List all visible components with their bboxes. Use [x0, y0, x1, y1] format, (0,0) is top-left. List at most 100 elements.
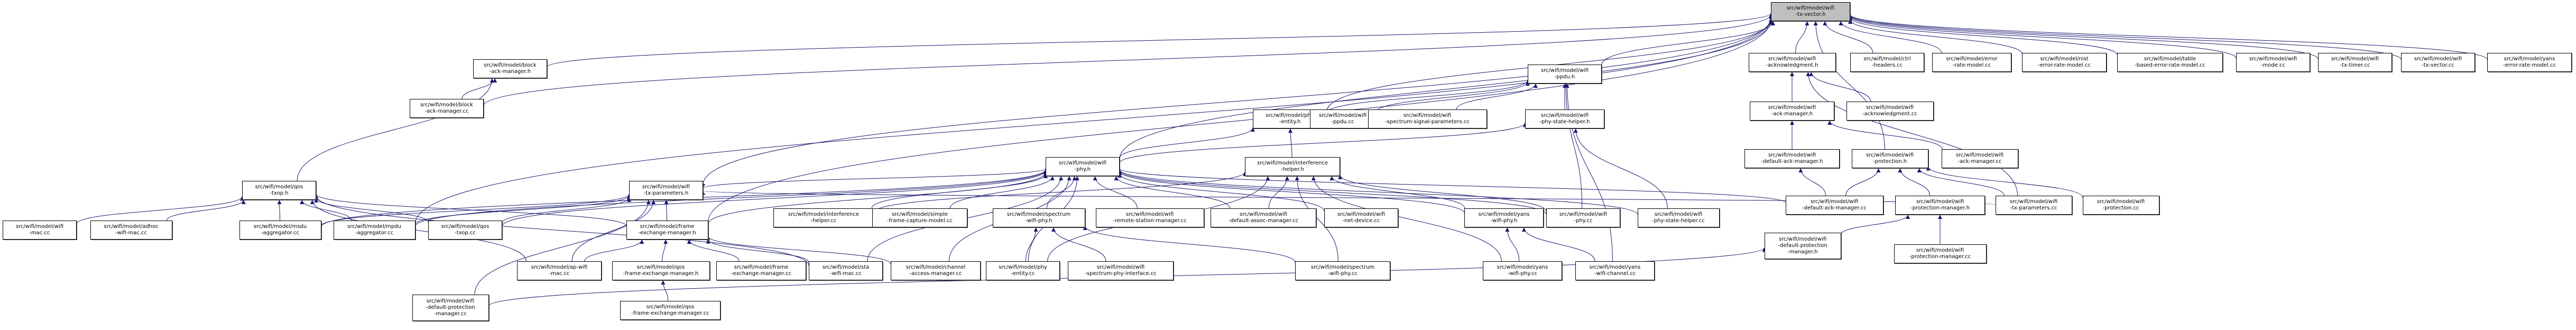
graph-node-spectrum-signal-parameters-cc[interactable]: src/wifi/model/wifi -spectrum-signal-par… — [1368, 109, 1487, 129]
dependency-edge — [297, 78, 494, 181]
dependency-edge — [687, 239, 740, 262]
graph-node-qos-frame-exchange-manager-h[interactable]: src/wifi/model/qos -frame-exchange-manag… — [612, 261, 710, 280]
graph-node-adhoc-wifi-mac-cc[interactable]: src/wifi/model/adhoc -wifi-mac.cc — [90, 221, 172, 240]
graph-node-error-rate-model-cc[interactable]: src/wifi/model/error -rate-model.cc — [1932, 53, 2011, 72]
graph-node-default-protection-manager-h[interactable]: src/wifi/model/wifi -default-protection … — [1764, 233, 1841, 259]
dependency-edge — [661, 280, 669, 301]
dependency-edge — [1093, 176, 1138, 209]
graph-node-tx-vector-cc[interactable]: src/wifi/model/wifi -tx-vector.cc — [2401, 53, 2475, 72]
dependency-edge — [76, 196, 244, 224]
dependency-edge — [483, 14, 1773, 106]
graph-node-phy-entity-cc[interactable]: src/wifi/model/phy -entity.cc — [986, 261, 1060, 280]
dependency-edge — [1795, 21, 1809, 53]
dependency-edge — [703, 17, 1773, 185]
dependency-edge — [1823, 21, 1873, 53]
graph-node-spectrum-wifi-phy-cc[interactable]: src/wifi/model/spectrum -wifi-phy.cc — [1295, 261, 1390, 280]
dependency-edge — [1848, 15, 2319, 59]
dependency-edge — [1118, 171, 1465, 214]
graph-node-simple-frame-capture-model-cc[interactable]: src/wifi/model/simple -frame-capture-mod… — [872, 208, 967, 227]
graph-node-ack-manager-h[interactable]: src/wifi/model/wifi -ack-manager.h — [1750, 102, 1834, 121]
dependency-edge — [1564, 83, 1583, 209]
graph-node-ctrl-headers-cc[interactable]: src/wifi/model/ctrl -headers.cc — [1850, 53, 1924, 72]
graph-node-channel-access-manager-cc[interactable]: src/wifi/model/channel -access-manager.c… — [891, 261, 981, 280]
graph-node-wifi-mac-cc[interactable]: src/wifi/model/wifi -mac.cc — [3, 221, 77, 240]
graph-node-default-ack-manager-h[interactable]: src/wifi/model/wifi -default-ack-manager… — [1744, 149, 1840, 168]
graph-node-acknowledgment-h[interactable]: src/wifi/model/wifi -acknowledgment.h — [1748, 53, 1836, 72]
graph-node-qos-txop-h[interactable]: src/wifi/model/qos -txop.h — [242, 181, 316, 200]
dependency-edge — [1848, 17, 2118, 56]
graph-node-tx-timer-cc[interactable]: src/wifi/model/wifi -tx-timer.cc — [2318, 53, 2392, 72]
dependency-edge — [1917, 168, 2005, 196]
graph-node-qos-txop-cc[interactable]: src/wifi/model/qos -txop.cc — [428, 221, 502, 240]
graph-node-yans-wifi-channel-cc[interactable]: src/wifi/model/yans -wifi-channel.cc — [1575, 261, 1655, 280]
graph-node-wifi-ppdu-cc[interactable]: src/wifi/model/wifi -ppdu.cc — [1309, 109, 1376, 129]
graph-node-table-based-error-rate-model-cc[interactable]: src/wifi/model/table -based-error-rate-m… — [2117, 53, 2223, 72]
dependency-edge — [571, 199, 656, 262]
graph-node-default-protection-manager-cc[interactable]: src/wifi/model/wifi -default-protection … — [412, 295, 489, 321]
graph-node-phy-state-helper-h[interactable]: src/wifi/model/wifi -phy-state-helper.h — [1525, 109, 1604, 129]
dependency-edge — [1809, 71, 1871, 102]
dependency-edge — [1051, 227, 1106, 262]
dependency-edge — [1329, 176, 1465, 209]
graph-node-spectrum-phy-interface-cc[interactable]: src/wifi/model/wifi -spectrum-phy-interf… — [1068, 261, 1174, 280]
dependency-edge — [708, 172, 1048, 224]
dependency-edge — [701, 168, 1046, 189]
dependency-edge — [1118, 168, 1786, 203]
graph-node-interference-helper-cc[interactable]: src/wifi/model/interference -helper.cc — [773, 208, 874, 227]
dependency-edge — [1375, 81, 1530, 113]
dependency-edge — [1268, 176, 1289, 209]
graph-node-tx-parameters-h[interactable]: src/wifi/model/wifi -tx-parameters.h — [629, 181, 703, 200]
graph-node-default-assoc-manager-cc[interactable]: src/wifi/model/wifi -default-assoc-manag… — [1211, 208, 1316, 227]
graph-node-mpdu-aggregator-cc[interactable]: src/wifi/model/mpdu -aggregator.cc — [333, 221, 416, 240]
graph-node-block-ack-manager-cc[interactable]: src/wifi/model/block -ack-manager.cc — [410, 99, 484, 118]
dependency-edge — [1118, 173, 1325, 212]
dependency-edge — [1898, 168, 1931, 196]
dependency-edge — [1119, 123, 1527, 163]
graph-node-default-ack-manager-cc[interactable]: src/wifi/model/wifi -default-ack-manager… — [1785, 196, 1883, 215]
graph-node-ap-wifi-mac-cc[interactable]: src/wifi/model/ap-wifi -mac.cc — [517, 261, 602, 280]
dependency-edge — [1119, 20, 1773, 159]
graph-node-acknowledgment-cc[interactable]: src/wifi/model/wifi -acknowledgment.cc — [1846, 102, 1934, 121]
graph-node-block-ack-manager-h[interactable]: src/wifi/model/block -ack-manager.h — [473, 59, 547, 78]
graph-node-wifi-mode-cc[interactable]: src/wifi/model/wifi -mode.cc — [2236, 53, 2310, 72]
graph-node-msdu-aggregator-cc[interactable]: src/wifi/model/msdu -aggregator.cc — [239, 221, 321, 240]
dependency-edge — [1827, 120, 1943, 150]
graph-node-wifi-phy-cc[interactable]: src/wifi/model/wifi -phy.cc — [1546, 208, 1620, 227]
dependency-edge — [1311, 176, 1502, 262]
dependency-edge — [706, 236, 891, 264]
graph-node-wifi-phy-h[interactable]: src/wifi/model/wifi -phy.h — [1046, 157, 1120, 176]
graph-node-interference-helper-h[interactable]: src/wifi/model/interference -helper.h — [1245, 157, 1340, 176]
graph-node-wifi-ppdu-h[interactable]: src/wifi/model/wifi -ppdu.h — [1528, 65, 1602, 84]
dependency-edge — [1456, 83, 1538, 110]
dependency-edge — [277, 199, 282, 221]
dependency-edge — [1601, 21, 1776, 65]
graph-node-phy-state-helper-cc[interactable]: src/wifi/model/wifi -phy-state-helper.cc — [1637, 208, 1720, 227]
graph-node-yans-error-rate-model-cc[interactable]: src/wifi/model/yans -error-rate-model.cc — [2487, 53, 2572, 72]
graph-node-frame-exchange-manager-cc[interactable]: src/wifi/model/frame -exchange-manager.c… — [716, 261, 806, 280]
graph-node-yans-wifi-phy-cc[interactable]: src/wifi/model/yans -wifi-phy.cc — [1483, 261, 1562, 280]
graph-node-net-device-cc[interactable]: src/wifi/model/wifi -net-device.cc — [1324, 208, 1398, 227]
dependency-edge — [314, 198, 429, 223]
graph-node-yans-wifi-phy-h[interactable]: src/wifi/model/yans -wifi-phy.h — [1464, 208, 1544, 227]
graph-node-protection-cc[interactable]: src/wifi/model/wifi -protection.cc — [2082, 196, 2159, 215]
graph-node-frame-exchange-manager-h[interactable]: src/wifi/model/frame -exchange-manager.h — [626, 221, 708, 240]
dependency-edge — [664, 199, 669, 221]
graph-node-qos-frame-exchange-manager-cc[interactable]: src/wifi/model/qos -frame-exchange-manag… — [620, 301, 721, 320]
dependency-edge — [300, 199, 352, 221]
graph-node-protection-manager-cc[interactable]: src/wifi/model/wifi -protection-manager.… — [1894, 244, 1987, 263]
graph-node-nist-error-rate-model-cc[interactable]: src/wifi/model/nist -error-rate-model.cc — [2022, 53, 2107, 72]
graph-node-tx-parameters-cc[interactable]: src/wifi/model/wifi -tx-parameters.cc — [1995, 196, 2072, 215]
graph-node-protection-manager-h[interactable]: src/wifi/model/wifi -protection-manager.… — [1895, 196, 1985, 215]
dependency-edge — [1841, 214, 1910, 235]
graph-node-ack-manager-cc[interactable]: src/wifi/model/wifi -ack-manager.cc — [1941, 149, 2018, 168]
graph-node-remote-station-manager-cc[interactable]: src/wifi/model/wifi -remote-station-mana… — [1095, 208, 1204, 227]
graph-node-spectrum-wifi-phy-h[interactable]: src/wifi/model/spectrum -wifi-phy.h — [992, 208, 1085, 227]
root-node: src/wifi/model/wifi -tx-vector.h — [1771, 2, 1850, 21]
dependency-edge — [1573, 128, 1668, 209]
dependency-edge — [1025, 227, 1038, 262]
dependency-edge — [547, 13, 1773, 68]
graph-node-protection-h[interactable]: src/wifi/model/wifi -protection.h — [1851, 149, 1928, 168]
dependency-edge — [415, 170, 1048, 227]
graph-node-sta-wifi-mac-cc[interactable]: src/wifi/model/sta -wifi-mac.cc — [809, 261, 883, 280]
dependency-edge — [502, 170, 1048, 226]
